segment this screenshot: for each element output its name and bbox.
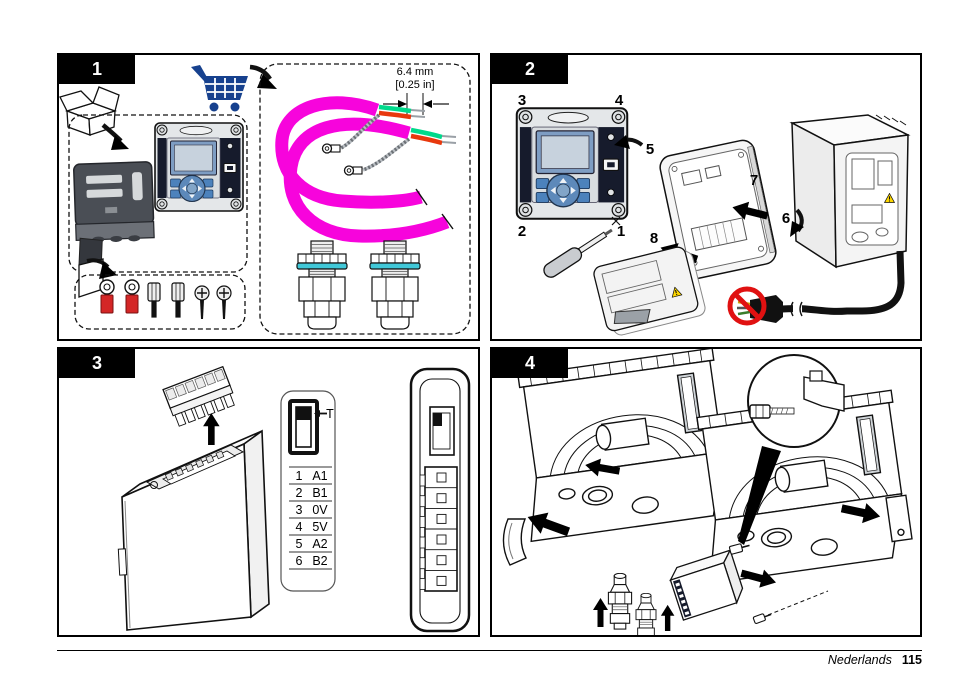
terminal-table: 1 A1 2 B1 3 0V 4 5V 5 A2 6 B2 [296, 469, 329, 568]
expansion-card [669, 548, 744, 621]
unpack-arrow [101, 123, 129, 150]
controller-front-view [154, 122, 244, 212]
voltage-barrier-plate [593, 246, 706, 336]
expansion-module [117, 429, 270, 631]
callout-6: 6 [782, 210, 790, 227]
switch-terminal-card: T 1 A1 2 B1 3 0V 4 5V 5 A2 6 B2 [280, 390, 336, 592]
terminal-plug-6pin [162, 365, 235, 427]
footer-language: Nederlands [827, 653, 892, 667]
magnifier-detail-icon [747, 354, 845, 448]
conduit-gland [635, 593, 657, 635]
figure-panel-4: 4 [490, 347, 922, 637]
sensor-module [73, 161, 155, 269]
figure-panel-1: 1 [57, 53, 480, 341]
strip-length-dimension: 6.4 mm [0.25 in] [383, 66, 449, 115]
module-side-view [409, 367, 471, 633]
kit-contents-box [68, 114, 248, 273]
svg-text:6.4 mm: 6.4 mm [397, 66, 434, 78]
panel1-illustration: 6.4 mm [0.25 in] [59, 63, 471, 335]
ring-terminals [99, 279, 140, 314]
panel-number-badge: 1 [59, 55, 135, 84]
signal-cable-b [283, 117, 457, 243]
panel3-illustration: T 1 A1 2 B1 3 0V 4 5V 5 A2 6 B2 [117, 365, 471, 633]
panel-number-badge: 2 [492, 55, 568, 84]
shopping-cart-icon [191, 65, 248, 112]
screwdriver-icon [543, 228, 613, 278]
install-arrow-up [593, 598, 608, 627]
insert-arrow-up [203, 413, 220, 445]
screw-target-mark [611, 216, 621, 226]
open-flap-icon [78, 258, 117, 298]
svg-text:5: 5 [296, 537, 303, 551]
panel2-illustration: 3 4 2 1 5 [515, 92, 911, 336]
screws [194, 285, 232, 319]
panel-number-badge: 3 [59, 349, 135, 378]
callout-3: 3 [518, 92, 526, 109]
install-arrow-up [660, 604, 675, 631]
switch-label: T [326, 407, 334, 421]
callout-7: 7 [750, 172, 758, 189]
controller-front-view [515, 107, 629, 220]
footer: Nederlands 115 [828, 653, 922, 667]
footer-rule [57, 650, 922, 651]
controller-enclosure [789, 114, 911, 269]
figure-panel-2: 2 3 4 2 1 5 [490, 53, 922, 341]
footer-page-number: 115 [901, 653, 922, 667]
callout-2: 2 [518, 223, 526, 240]
conduit-gland [607, 573, 633, 630]
order-arrow [249, 64, 277, 89]
hardware-kit-box [74, 274, 246, 330]
svg-text:[0.25 in]: [0.25 in] [395, 79, 434, 91]
rotate-arrow-5 [614, 135, 644, 149]
callout-4: 4 [615, 92, 624, 109]
cable-gland [296, 240, 348, 330]
svg-text:1: 1 [296, 469, 303, 483]
panel-number-badge: 4 [492, 349, 568, 378]
terminal-table-lines [289, 466, 332, 570]
standoffs [147, 282, 185, 318]
svg-text:5V: 5V [312, 520, 328, 534]
cable-gland [369, 240, 421, 330]
panel4-illustration [502, 349, 915, 635]
standoff-small [728, 543, 750, 555]
callout-8: 8 [650, 230, 658, 247]
termination-switch [288, 399, 319, 455]
svg-text:0V: 0V [312, 503, 328, 517]
svg-text:2: 2 [296, 486, 303, 500]
svg-text:B1: B1 [312, 486, 327, 500]
svg-text:B2: B2 [312, 554, 327, 568]
screw-with-guide [752, 590, 829, 624]
figure-panel-3: 3 [57, 347, 480, 637]
rotate-arrow-6 [790, 208, 804, 237]
svg-text:A2: A2 [312, 537, 327, 551]
svg-text:4: 4 [296, 520, 303, 534]
no-power-plug-icon [727, 286, 767, 326]
enclosure-door-open [659, 139, 777, 280]
detail-pointer-wedge [738, 446, 781, 545]
shield-wires [321, 113, 411, 176]
svg-text:A1: A1 [312, 469, 327, 483]
svg-text:6: 6 [296, 554, 303, 568]
side-cover-piece [502, 518, 527, 566]
callout-1: 1 [617, 223, 625, 240]
svg-text:3: 3 [296, 503, 303, 517]
callout-5: 5 [646, 141, 654, 158]
